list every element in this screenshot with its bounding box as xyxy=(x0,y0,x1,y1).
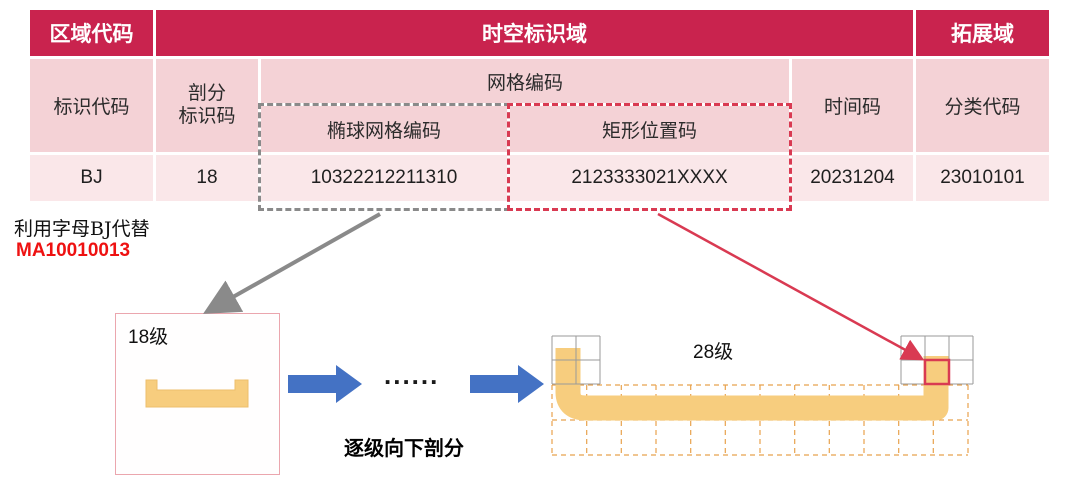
header-spatiotemporal-domain: 时空标识域 xyxy=(156,10,913,56)
ellipsoid-code-dashed-outline xyxy=(258,103,510,211)
value-classification-code: 23010101 xyxy=(916,155,1049,201)
value-ellipsoid-grid-code: 10322212211310 xyxy=(261,155,507,201)
label-rect-position-code: 矩形位置码 xyxy=(510,106,789,152)
level18-grid-shape-icon xyxy=(145,379,249,408)
blue-flow-arrow-2 xyxy=(470,365,544,403)
note-code-red: MA10010013 xyxy=(16,240,131,261)
note-text: 利用字母BJ代替 xyxy=(14,218,150,240)
value-time-code: 20231204 xyxy=(792,155,913,201)
label-subdivision-code: 剖分 标识码 xyxy=(156,59,258,152)
level28-label: 28级 xyxy=(693,342,734,363)
level28-grid-shape-icon xyxy=(551,335,974,456)
value-rect-position-code: 2123333021XXXX xyxy=(510,155,789,201)
label-classification-code: 分类代码 xyxy=(916,59,1049,152)
target-cell-highlight xyxy=(923,358,951,386)
value-subdivision-code: 18 xyxy=(156,155,258,201)
label-ellipsoid-grid-code: 椭球网格编码 xyxy=(261,106,507,152)
gray-connector-arrow xyxy=(203,212,381,314)
level18-label: 18级 xyxy=(128,327,169,348)
label-grid-code: 网格编码 xyxy=(261,59,789,103)
rect-code-dashed-outline xyxy=(507,103,792,211)
label-time-code: 时间码 xyxy=(792,59,913,152)
coding-scheme-table: 区域代码 时空标识域 拓展域 标识代码 剖分 标识码 网格编码 时间码 分类代码… xyxy=(30,10,1049,201)
subdivide-caption: 逐级向下剖分 xyxy=(344,438,464,460)
header-region-code: 区域代码 xyxy=(30,10,153,56)
ellipsis-dots: ...... xyxy=(384,360,440,390)
header-extension-domain: 拓展域 xyxy=(916,10,1049,56)
label-id-code: 标识代码 xyxy=(30,59,153,152)
level18-box: 18级 xyxy=(115,313,280,475)
blue-flow-arrow-1 xyxy=(288,365,362,403)
value-id-code: BJ xyxy=(30,155,153,201)
